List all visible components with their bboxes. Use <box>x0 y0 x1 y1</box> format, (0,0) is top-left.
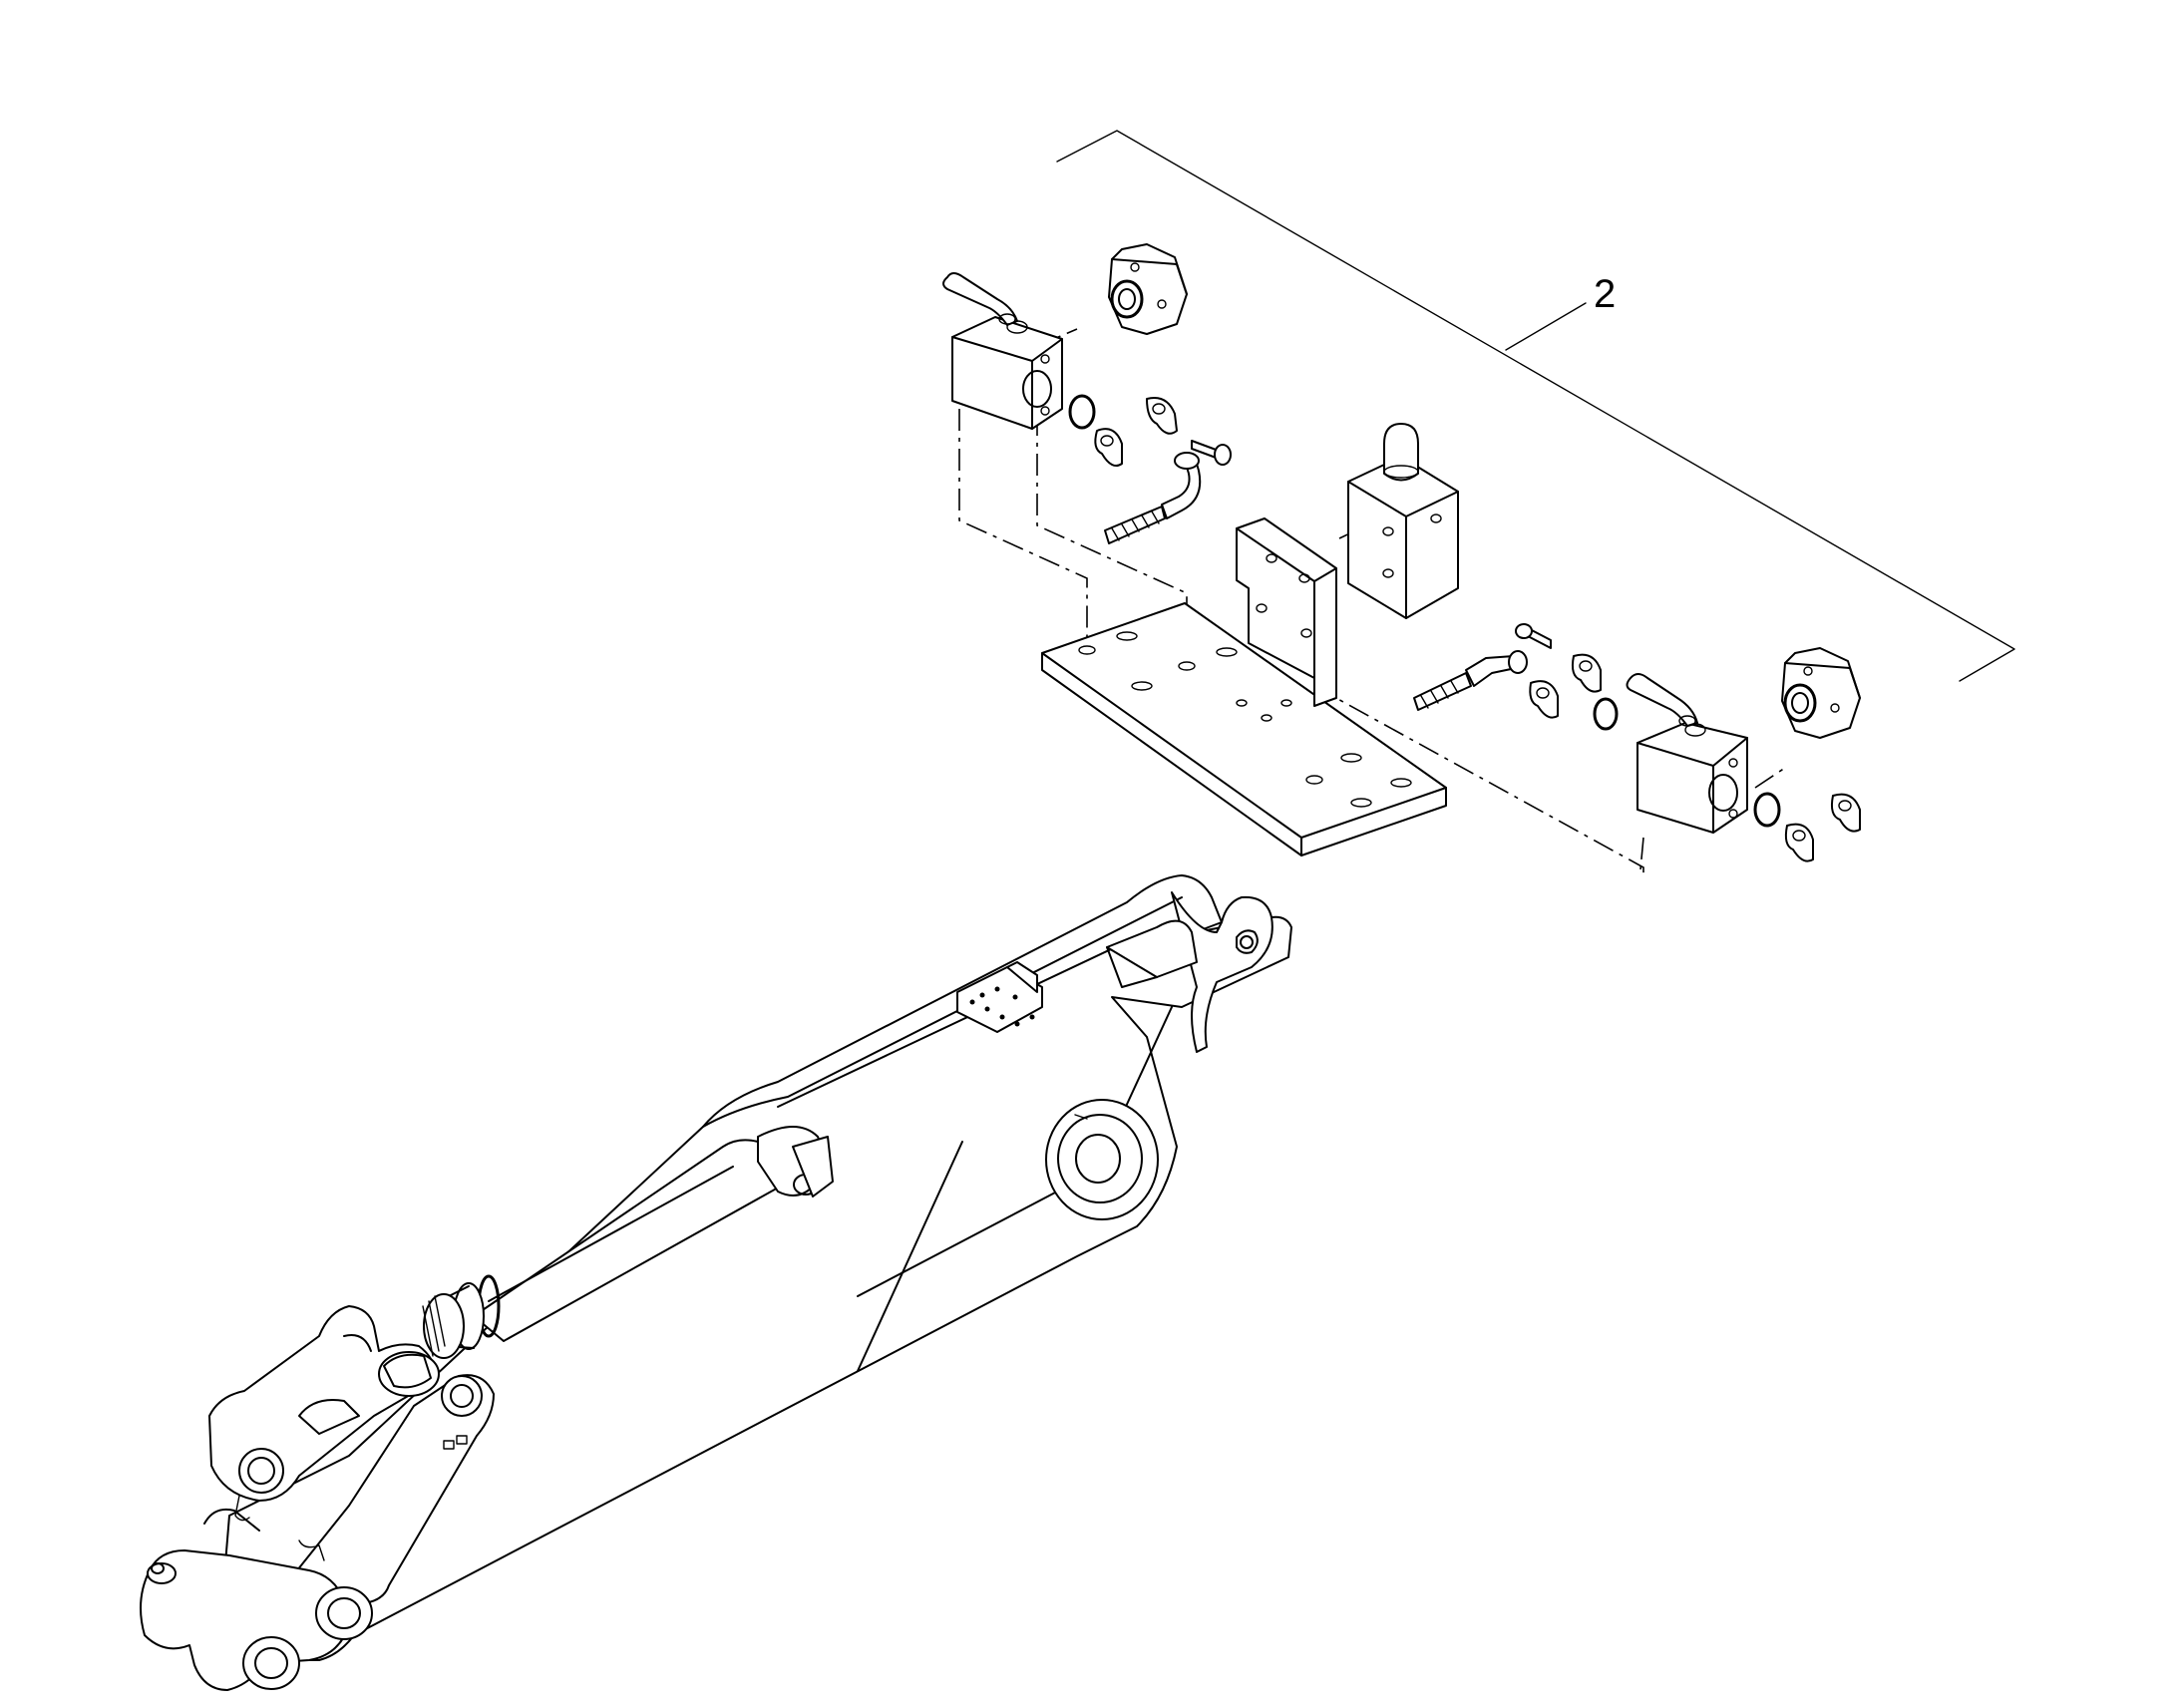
split-flange-clamp-left-1 <box>1146 397 1178 435</box>
dipper-arm-assembly <box>140 874 1292 1691</box>
ball-valve-left <box>942 272 1063 430</box>
cap-screw-right <box>1515 623 1552 649</box>
upright-bracket <box>1236 517 1337 707</box>
cap-screw-left <box>1191 440 1232 466</box>
flange-right <box>1781 647 1861 739</box>
o-ring-left <box>1068 394 1096 430</box>
check-valve-block <box>1347 423 1459 619</box>
ball-valve-right <box>1626 673 1748 834</box>
split-flange-clamp-right-4 <box>1784 823 1814 862</box>
callout-bracket <box>1056 130 2015 682</box>
hose-right <box>1413 650 1528 711</box>
mounting-plate <box>1041 602 1447 856</box>
callout-label-2: 2 <box>1594 272 1616 316</box>
split-flange-clamp-left-2 <box>1094 428 1123 467</box>
o-ring-right-2 <box>1753 792 1781 828</box>
flange-left <box>1108 243 1188 335</box>
hose-left <box>1104 452 1202 544</box>
split-flange-clamp-right-3 <box>1830 793 1861 833</box>
o-ring-right-1 <box>1593 697 1619 731</box>
split-flange-clamp-right-2 <box>1529 680 1559 719</box>
split-flange-clamp-right-1 <box>1571 653 1602 693</box>
